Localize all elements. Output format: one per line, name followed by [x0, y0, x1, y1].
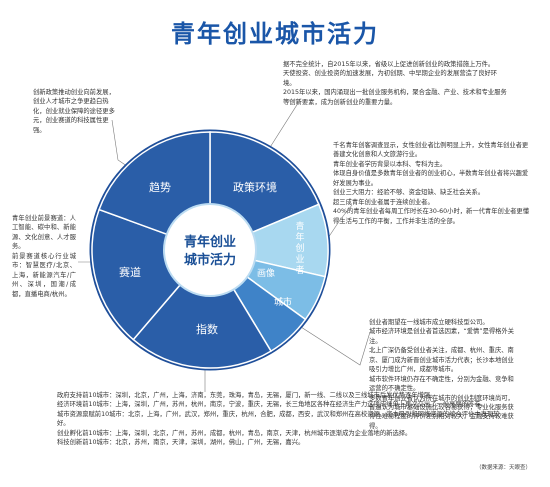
segment-label-track: 赛道	[119, 265, 141, 279]
policy-text-block: 据不完全统计，自2015年以来，省级以上促进创新创业的政策措施上万件。 天使投资…	[283, 60, 508, 107]
index-paragraph: 经济环境前10城市：上海，深圳，广州，苏州，杭州，南京，宁波，重庆，无锡，长三角…	[57, 401, 487, 409]
index-paragraph: 创业孵化前10城市：上海，深圳，北京，广州，苏州，成都，杭州，青岛，南京，天津，…	[57, 429, 412, 437]
index-paragraph: 政府支持前10城市：深圳，北京，广州，上海，济南，东莞，珠海，青岛，无锡，厦门，…	[57, 392, 437, 399]
trend-paragraph: 创新政策推动创业向前发展，创业人才城市之争更趋白热化，创业就业保障的途径更多元，…	[33, 89, 115, 134]
track-paragraph: 前景赛道核心行业城市：智慧医疗/北京、上海，新能源汽车/广州、深圳，国潮/成都，…	[12, 252, 76, 298]
youth-paragraph: 千名青年创客调查显示，女性创业者比例明显上升，女性青年创业者更善建文化创意和人文…	[333, 142, 529, 159]
policy-paragraph: 据不完全统计，自2015年以来，省级以上促进创新创业的政策措施上万件。	[283, 61, 495, 68]
segment-label-image: 画像	[257, 267, 275, 279]
segment-label-policy: 政策环境	[233, 180, 277, 194]
youth-paragraph: 青年创业者学历背景以本科、专科为主。	[333, 160, 447, 168]
center-label-line2: 城市活力	[184, 252, 236, 268]
city-paragraph: 北上广深仍备受创业者关注，成都、杭州、重庆、南京、厦门成为新晋创业城市活力代表；…	[369, 347, 514, 374]
segment-label-city: 城市	[274, 296, 292, 308]
city-text-block: 创业者期望在一线城市成立硬科技型公司。 城市经济环境是创业者首选因素，“爱情”是…	[369, 318, 519, 431]
segment-label-youth: 青年创业者	[295, 220, 304, 276]
policy-paragraph: 2015年以来，国内涌现出一批创业服务机构，聚合金融、产业、技术和专业服务等创新…	[283, 89, 507, 106]
segment-label-youth-char: 者	[295, 265, 304, 276]
segment-label-youth-char: 年	[295, 231, 304, 243]
city-paragraph: 城市经济环境是创业者首选因素，“爱情”是得格外关注。	[369, 328, 515, 345]
city-paragraph: 城市软件环境仍存在不确定性，分别为金融、竞争和运营的不确定性。	[369, 375, 514, 393]
youth-paragraph: 创业三大阻力：经验不够、资金短缺、缺乏社会关系。	[333, 189, 485, 197]
leader-line-city	[286, 317, 371, 366]
segment-label-trend: 趋势	[149, 181, 171, 194]
index-paragraph: 城市资源禀赋前10城市：北京，上海，广州，武汉，郑州，重庆，杭州，合肥，成都，西…	[57, 410, 500, 428]
youth-paragraph: 40%的青年创业者每周工作时长在30-60小时，新一代青年创业者更懂得生活与工作…	[333, 208, 530, 225]
index-text-block: 政府支持前10城市：深圳，北京，广州，上海，济南，东莞，珠海，青岛，无锡，厦门，…	[57, 391, 500, 448]
center-label-line1: 青年创业	[184, 234, 236, 250]
youth-paragraph: 体现自身价值是多数青年创业者的创业初心，半数青年创业者将兴趣爱好发展为事业。	[333, 170, 529, 187]
youth-entrepreneur-text-block: 千名青年创客调查显示，女性创业者比例明显上升，女性青年创业者更善建文化创意和人文…	[333, 141, 530, 226]
segment-label-youth-char: 青	[295, 220, 304, 232]
segment-label-youth-char: 业	[295, 254, 304, 265]
youth-paragraph: 超三成青年创业者属于连续创业者。	[333, 198, 434, 206]
trend-text-block: 创新政策推动创业向前发展，创业人才城市之争更趋白热化，创业就业保障的途径更多元，…	[33, 88, 115, 135]
segment-label-youth-char: 创	[295, 242, 304, 254]
track-text-block: 青年创业前景赛道：人工智能、碳中和、新能源、文化创意、人才服务。 前景赛道核心行…	[12, 214, 76, 299]
segment-label-index: 指数	[196, 322, 218, 336]
city-paragraph: 多数青年创业者认为所在城市的创业制度环境尚可，普遍认为城市基础设施比较容易获得；…	[369, 394, 514, 430]
outer-ring	[89, 129, 331, 371]
data-source-note: （数据来源：天眼查）	[476, 465, 532, 471]
index-paragraph: 科技创新前10城市：北京，苏州，南京，天津，深圳，湖州，佛山，广州，无锡，嘉兴。	[57, 439, 305, 447]
leader-line-policy	[261, 99, 301, 161]
page-title: 青年创业城市活力	[171, 20, 379, 48]
center-hub	[170, 210, 250, 290]
policy-paragraph: 天使投资、创业投资的加速发展，为初创期、中早期企业的发展营造了良好环境。	[283, 70, 498, 87]
track-paragraph: 青年创业前景赛道：人工智能、碳中和、新能源、文化创意、人才服务。	[12, 215, 76, 251]
city-paragraph: 创业者期望在一线城市成立硬科技型公司。	[369, 319, 489, 326]
